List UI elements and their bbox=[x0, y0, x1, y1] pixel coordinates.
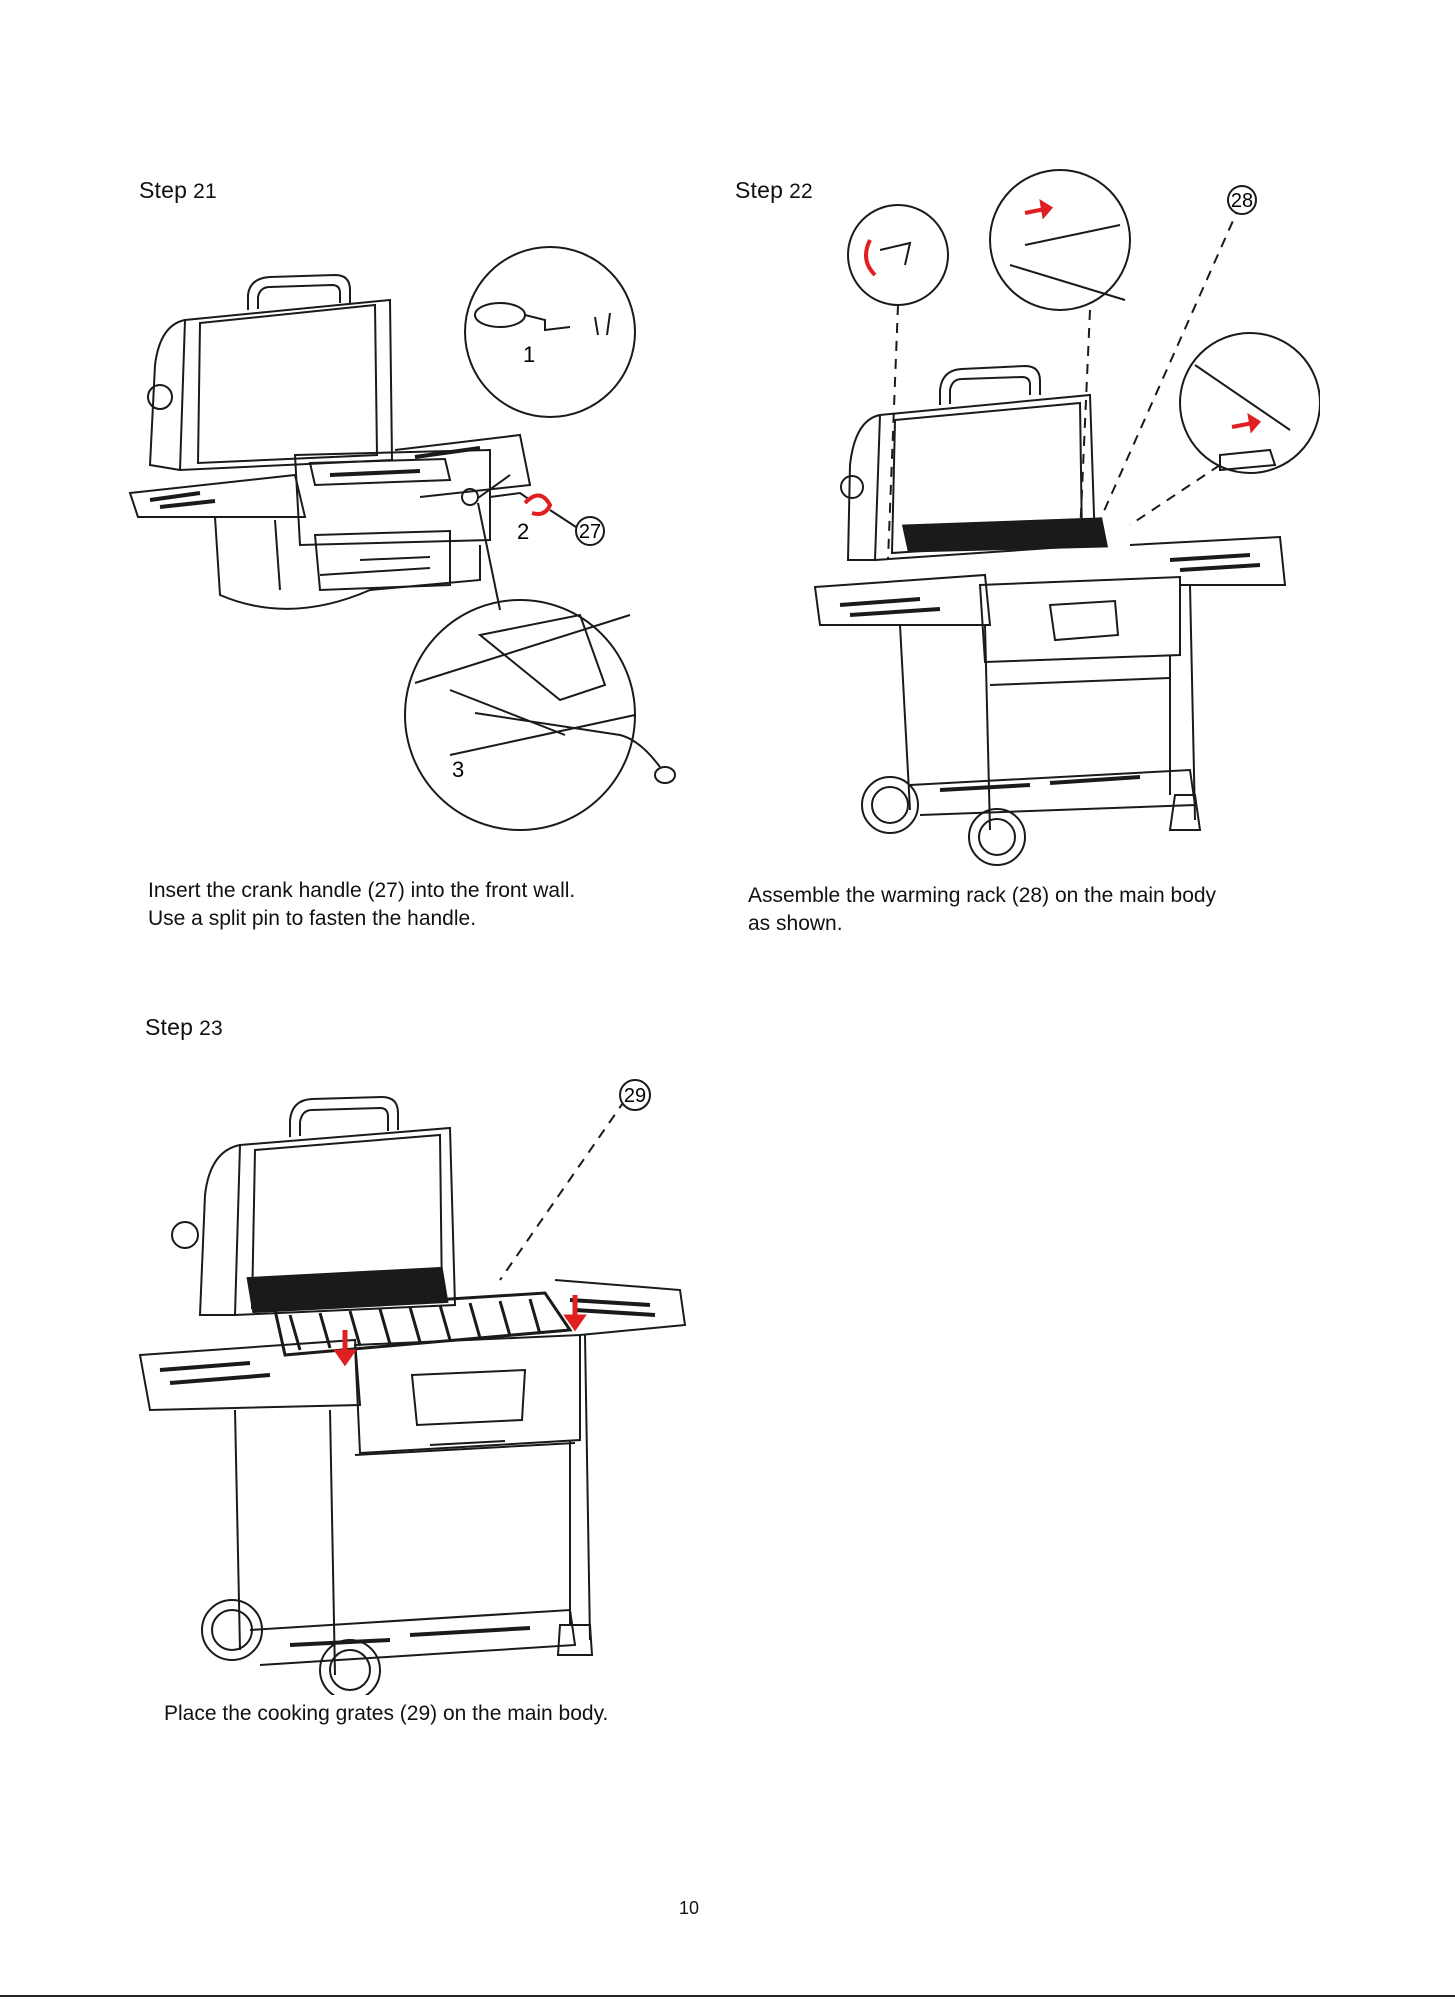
caption-line: Place the cooking grates (29) on the mai… bbox=[164, 1700, 608, 1728]
step-22-caption: Assemble the warming rack (28) on the ma… bbox=[748, 882, 1216, 938]
step-word: Step bbox=[139, 177, 187, 203]
step-21-illustration: 27 1 2 3 bbox=[120, 235, 720, 845]
detail-label-2: 2 bbox=[517, 519, 529, 544]
step-22-illustration: 28 bbox=[800, 165, 1320, 875]
step-number: 21 bbox=[193, 180, 217, 203]
callout-27: 27 bbox=[579, 521, 601, 543]
step-word: Step bbox=[735, 177, 783, 203]
step-21-caption: Insert the crank handle (27) into the fr… bbox=[148, 877, 575, 933]
caption-line: Use a split pin to fasten the handle. bbox=[148, 905, 575, 933]
callout-29: 29 bbox=[624, 1085, 646, 1107]
step-number: 23 bbox=[199, 1017, 223, 1040]
step-23-caption: Place the cooking grates (29) on the mai… bbox=[164, 1700, 608, 1728]
detail-label-3: 3 bbox=[452, 757, 464, 782]
caption-line: Assemble the warming rack (28) on the ma… bbox=[748, 882, 1216, 910]
callout-28: 28 bbox=[1231, 190, 1253, 212]
step-21-title: Step 21 bbox=[139, 177, 217, 204]
bottom-rule bbox=[0, 1995, 1455, 1997]
step-23-title: Step 23 bbox=[145, 1014, 223, 1041]
step-word: Step bbox=[145, 1014, 193, 1040]
caption-line: Insert the crank handle (27) into the fr… bbox=[148, 877, 575, 905]
page-number: 10 bbox=[0, 1898, 1378, 1919]
detail-label-1: 1 bbox=[523, 342, 535, 367]
step-23-illustration: 29 bbox=[130, 1065, 690, 1695]
caption-line: as shown. bbox=[748, 910, 1216, 938]
